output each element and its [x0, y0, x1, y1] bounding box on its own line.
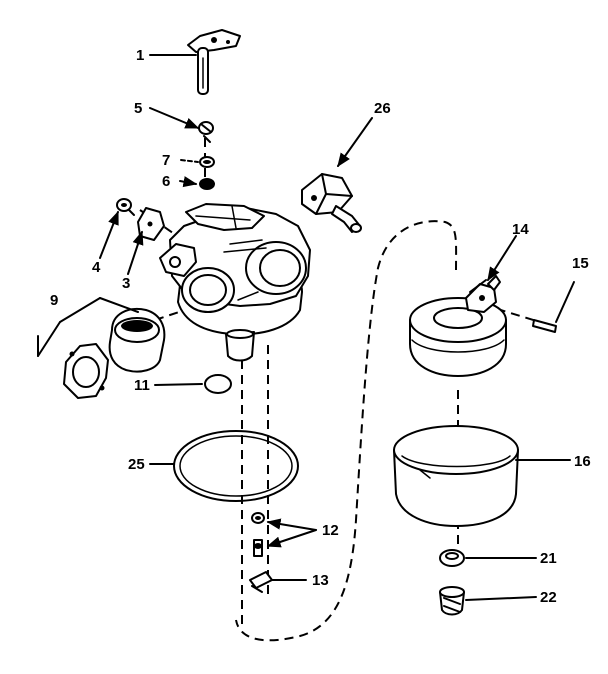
leader-lines: [37, 54, 575, 601]
fitting-part-6: [199, 178, 215, 190]
callout-label-16: 16: [574, 453, 591, 470]
washer-part-21: [439, 549, 465, 567]
callout-labels: 1 5 26 7 6 4 3 9 14 15 11 25 16 12 13 21…: [50, 47, 591, 606]
screw-part-5: [198, 121, 214, 143]
callout-label-5: 5: [134, 100, 142, 117]
callout-label-15: 15: [572, 255, 589, 272]
fitting-part-7: [199, 156, 215, 168]
callout-label-9: 9: [50, 292, 58, 309]
hinge-pin-part-15: [532, 319, 557, 333]
callout-label-13: 13: [312, 572, 329, 589]
callout-label-25: 25: [128, 456, 145, 473]
callout-label-11: 11: [134, 377, 150, 394]
callout-label-3: 3: [122, 275, 130, 292]
callout-label-6: 6: [162, 173, 170, 190]
throttle-shaft-part: [187, 29, 241, 95]
bowl-gasket-part-25: [173, 430, 299, 502]
check-ball-part-11: [204, 374, 232, 394]
jets-part-12: [251, 512, 265, 557]
screw-part-4: [116, 198, 135, 216]
callout-label-26: 26: [374, 100, 391, 117]
bowl-nut-part-22: [439, 586, 465, 616]
callout-label-14: 14: [512, 221, 529, 238]
callout-label-12: 12: [322, 522, 339, 539]
callout-label-1: 1: [136, 47, 144, 64]
callout-label-4: 4: [92, 259, 101, 276]
callout-label-21: 21: [540, 550, 557, 567]
float-bowl-part-16: [393, 425, 519, 527]
solenoid-part-26: [301, 173, 362, 233]
callout-label-22: 22: [540, 589, 557, 606]
carburetor-body: [159, 203, 311, 362]
callout-label-7: 7: [162, 152, 170, 169]
bracket-part-3: [137, 207, 165, 241]
float-assembly: [409, 275, 507, 377]
